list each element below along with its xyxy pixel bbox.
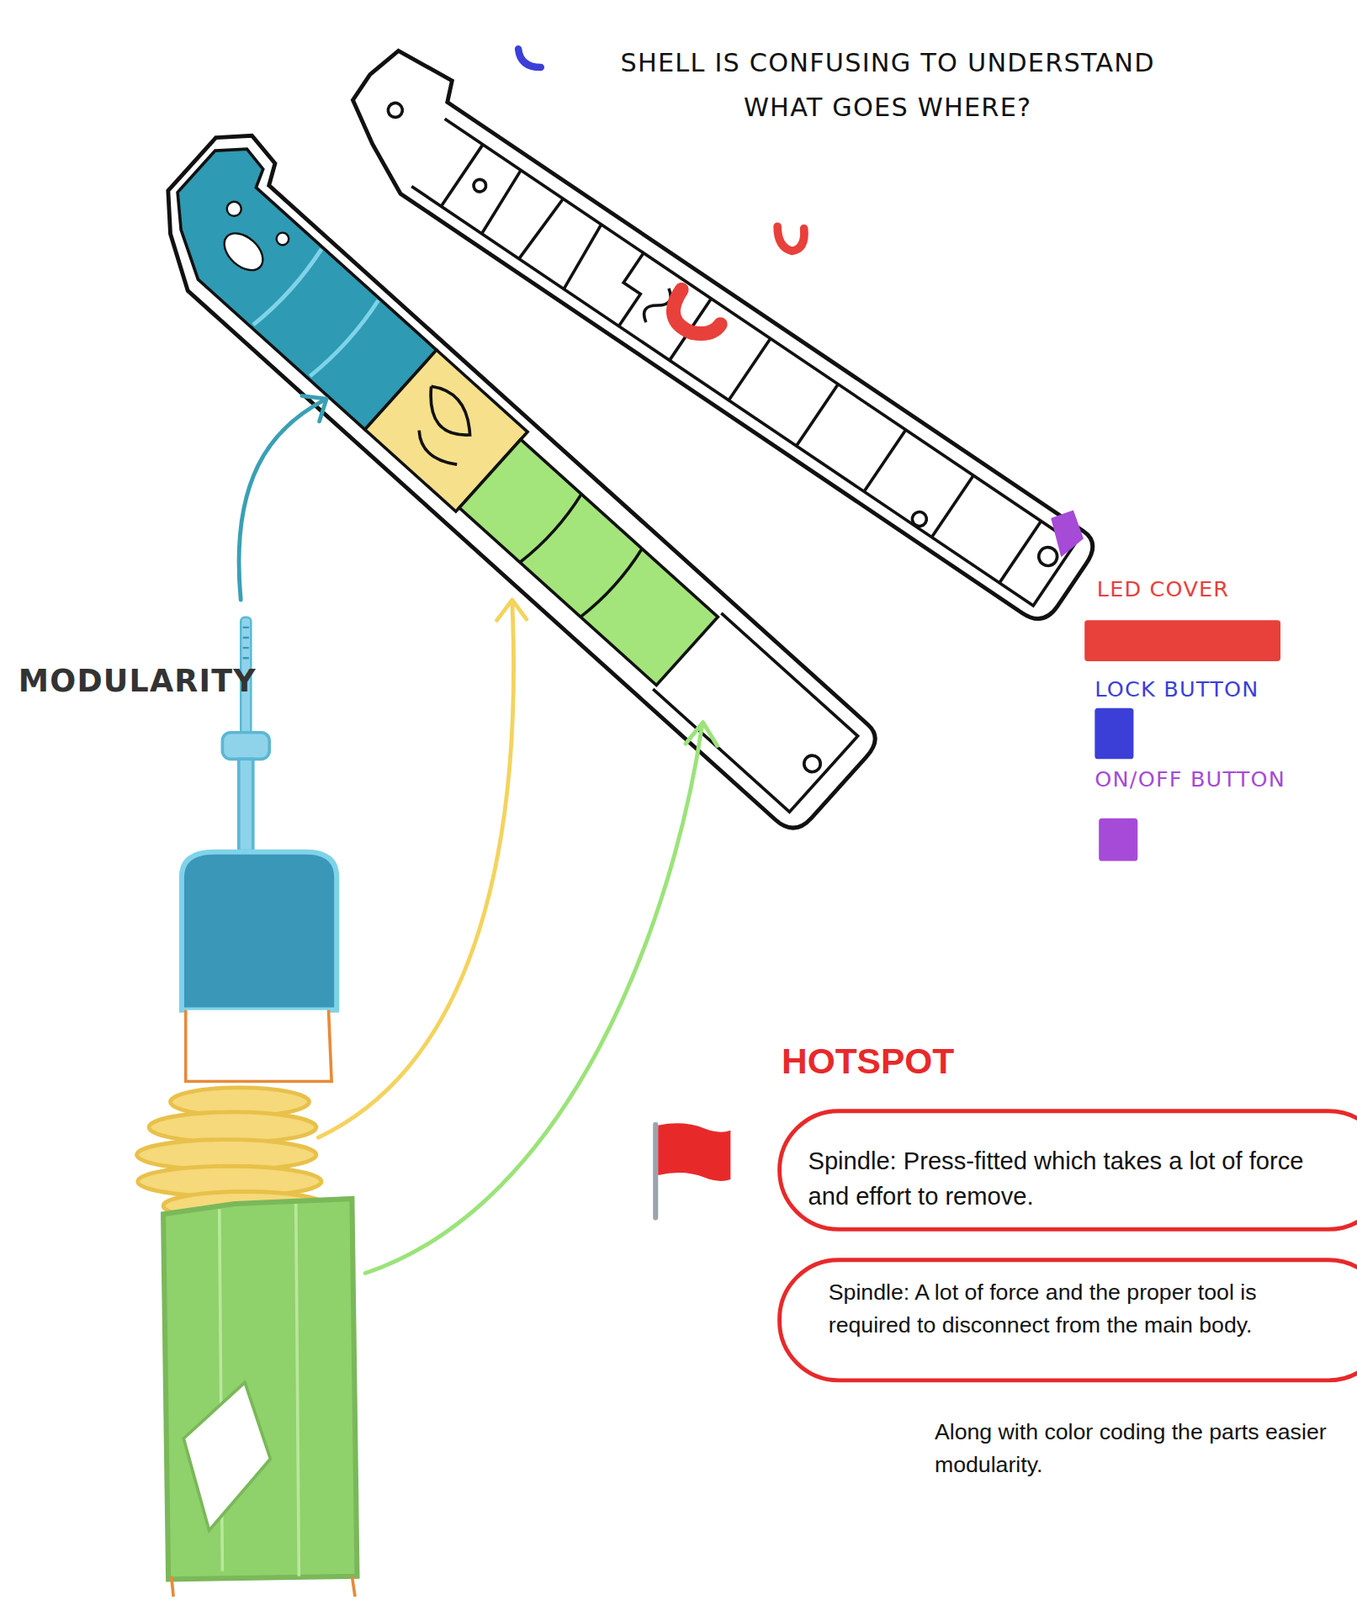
green-ridge: [219, 1203, 300, 1577]
legend-text: ON/OFF BUTTON: [1094, 767, 1286, 792]
green-arrow: [365, 722, 717, 1274]
hotspot-text: Spindle: Press-fitted which takes a lot …: [808, 1144, 1319, 1215]
upper-shell: [324, 41, 1113, 628]
note-text: Along with color coding the parts easier…: [934, 1415, 1357, 1481]
legend-swatch: [1084, 620, 1281, 662]
collar: [222, 732, 270, 760]
modularity-arrows: [238, 396, 718, 1274]
green-module: [459, 439, 718, 685]
flag-pole: [652, 1122, 658, 1220]
modularity-label: MODULARITY: [18, 662, 305, 699]
shell-rim: [652, 613, 858, 812]
hotspot-text: Spindle: A lot of force and the proper t…: [828, 1276, 1309, 1342]
cutout: [183, 1382, 271, 1531]
legend-text: LED COVER: [1097, 577, 1230, 602]
hole: [217, 226, 270, 278]
hole: [800, 752, 824, 775]
legend-text: LOCK BUTTON: [1094, 677, 1259, 702]
flag-icon: [652, 1122, 731, 1220]
handwritten-note: SHELL IS CONFUSING TO UNDERSTAND WHAT GO…: [612, 41, 1164, 131]
teal-bands: [253, 249, 382, 379]
hotspot-box: Spindle: A lot of force and the proper t…: [777, 1257, 1357, 1383]
shaft: [238, 758, 254, 851]
shell-outline: [324, 41, 1113, 628]
legend-swatch: [1098, 818, 1138, 862]
legend-swatch: [1094, 708, 1134, 760]
tool: [137, 617, 358, 1597]
teal-part: [181, 852, 337, 1011]
hotspot-heading: HOTSPOT: [781, 1040, 1190, 1082]
green-ribs: [519, 493, 646, 620]
flag-cloth: [657, 1123, 731, 1182]
orange-base: [171, 1576, 356, 1597]
hole: [223, 198, 244, 219]
lock-button-mark: [518, 48, 541, 68]
yellow-detail: [397, 380, 490, 472]
green-part: [163, 1198, 357, 1580]
teal-arrow: [238, 396, 327, 601]
orange-ring: [185, 1010, 332, 1082]
led-cover-mark: [777, 226, 805, 251]
on-off-mark: [1050, 509, 1084, 557]
hotspot-box: Spindle: Press-fitted which takes a lot …: [777, 1108, 1357, 1232]
led-cover-mark: [673, 289, 721, 334]
yellow-arrow: [318, 599, 526, 1138]
hole: [274, 230, 292, 249]
bit-thread: [243, 627, 250, 658]
